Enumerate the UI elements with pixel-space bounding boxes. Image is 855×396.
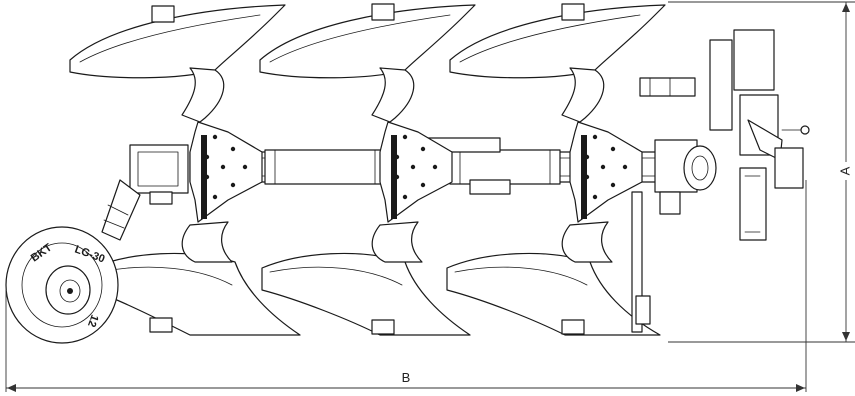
bolt <box>402 134 408 140</box>
headstock <box>631 29 810 333</box>
bolt <box>420 182 426 188</box>
dimension-a-label: A <box>838 166 853 175</box>
depth-wheel: BKT LG-30 12 <box>5 226 119 344</box>
bolt <box>394 154 400 160</box>
bolt <box>600 164 606 170</box>
frame-bolts <box>204 134 628 200</box>
dimension-b: B <box>5 180 807 392</box>
bolt <box>212 134 218 140</box>
bolt <box>394 174 400 180</box>
plough-body-1 <box>69 4 301 336</box>
bolt <box>220 164 226 170</box>
bolt <box>584 174 590 180</box>
rear-linkage <box>101 144 189 241</box>
plough-body-3 <box>446 3 666 336</box>
bolt <box>230 146 236 152</box>
bolt <box>212 194 218 200</box>
plough-body-2 <box>259 3 476 336</box>
bolt <box>242 164 248 170</box>
bolt <box>204 154 210 160</box>
bolt <box>402 194 408 200</box>
bolt <box>584 154 590 160</box>
bolt <box>592 194 598 200</box>
bolt <box>410 164 416 170</box>
dimension-a: A <box>668 1 855 343</box>
bolt <box>432 164 438 170</box>
bolt <box>622 164 628 170</box>
bolt <box>420 146 426 152</box>
dimension-b-label: B <box>402 370 411 385</box>
bolt <box>610 182 616 188</box>
tyre-size-text: 12 <box>85 313 100 329</box>
bolt <box>230 182 236 188</box>
bolt <box>610 146 616 152</box>
bolt <box>592 134 598 140</box>
bolt <box>204 174 210 180</box>
